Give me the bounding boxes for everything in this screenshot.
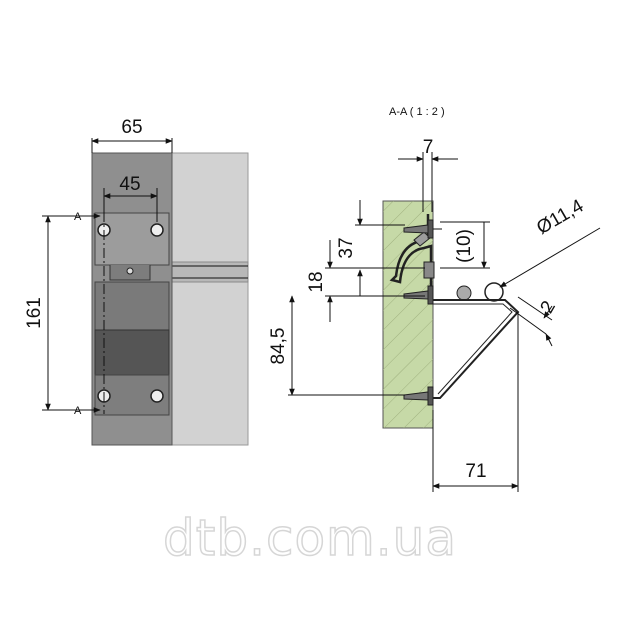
- adjuster-nut: [456, 285, 472, 301]
- dim-37-label: 37: [336, 237, 357, 258]
- section-title: A-A ( 1 : 2 ): [389, 106, 445, 118]
- screw-hole: [150, 223, 164, 237]
- section-view: A-A ( 1 : 2 ) 7: [268, 106, 601, 492]
- dim-10-label: (10): [454, 229, 475, 263]
- support-arm: [433, 299, 520, 399]
- dim-45-label: 45: [119, 174, 140, 195]
- bracket-dark-band: [94, 329, 170, 376]
- bracket-mid-band: [94, 281, 170, 331]
- dim-diameter-label: Ø11,4: [533, 195, 587, 239]
- screw-bottom: [403, 386, 434, 406]
- section-marker-a-top: A: [74, 211, 82, 223]
- dim-65-label: 65: [121, 117, 142, 138]
- screw-hole: [150, 389, 164, 403]
- screw-mid: [403, 285, 434, 305]
- dim-2-label: 2: [536, 297, 559, 317]
- adjust-screw: [126, 267, 134, 275]
- dim-161-label: 161: [24, 297, 45, 329]
- bracket-profile: [389, 214, 433, 300]
- dim-84-5-label: 84,5: [268, 328, 289, 365]
- dim-71-label: 71: [465, 461, 486, 482]
- rod-end: [484, 282, 504, 302]
- wall-panel-right: [171, 152, 249, 446]
- bracket-plate-top: [94, 212, 170, 266]
- dim-7-label: 7: [423, 137, 434, 158]
- adjuster-block: [423, 261, 435, 279]
- dim-18-label: 18: [306, 271, 327, 292]
- screw-top: [403, 219, 442, 239]
- watermark-text: dtb.com.ua: [163, 509, 457, 567]
- section-marker-a-bottom: A: [74, 405, 82, 417]
- front-view: 65 45 161 A A: [24, 117, 249, 446]
